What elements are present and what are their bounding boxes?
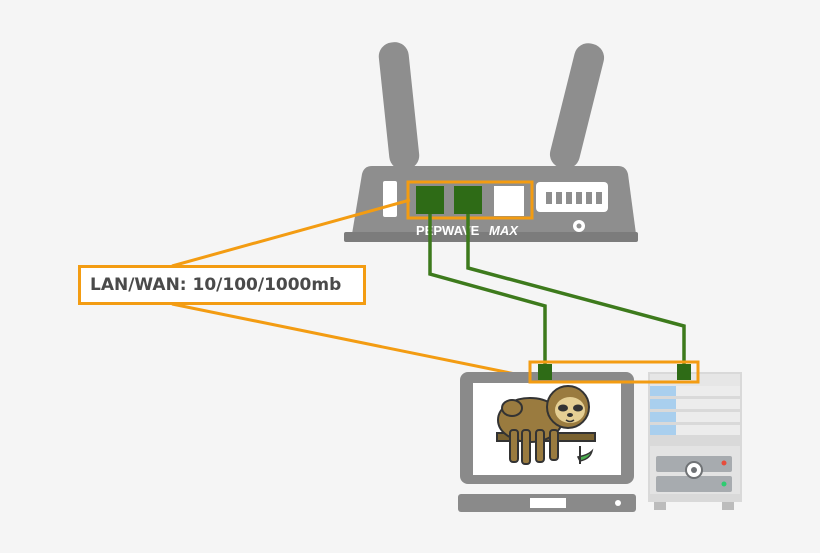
router-port-2 bbox=[454, 186, 482, 214]
router-brand: PEPWAVE bbox=[416, 223, 480, 238]
laptop-port bbox=[538, 364, 552, 380]
router-port-3 bbox=[494, 186, 524, 216]
router-antenna-right bbox=[549, 43, 605, 169]
device-ports-highlight bbox=[528, 360, 700, 384]
router-serial-pins bbox=[546, 192, 602, 204]
server bbox=[648, 372, 742, 510]
router-base bbox=[344, 232, 638, 242]
sloth-logo bbox=[496, 385, 596, 465]
server-drive-2 bbox=[656, 476, 732, 492]
lan-wan-callout: LAN/WAN: 10/100/1000mb bbox=[78, 265, 366, 305]
lan-wan-label: LAN/WAN: 10/100/1000mb bbox=[90, 275, 342, 295]
router-usb-port bbox=[383, 181, 397, 217]
server-status-led-red bbox=[721, 460, 727, 466]
laptop-trackpad bbox=[530, 498, 566, 508]
cable-router-to-laptop bbox=[428, 214, 547, 364]
router: PEPWAVE MAX bbox=[344, 42, 638, 242]
server-port bbox=[677, 364, 691, 380]
router-model: MAX bbox=[489, 223, 519, 238]
server-bays bbox=[650, 386, 740, 435]
router-port-1 bbox=[416, 186, 444, 214]
router-antenna-left bbox=[378, 42, 420, 170]
cable-router-to-server bbox=[466, 214, 686, 364]
laptop-indicator bbox=[615, 500, 621, 506]
server-status-led-green bbox=[721, 481, 727, 487]
callout-leader-bottom bbox=[171, 302, 536, 380]
callout-leader-top bbox=[171, 198, 411, 268]
